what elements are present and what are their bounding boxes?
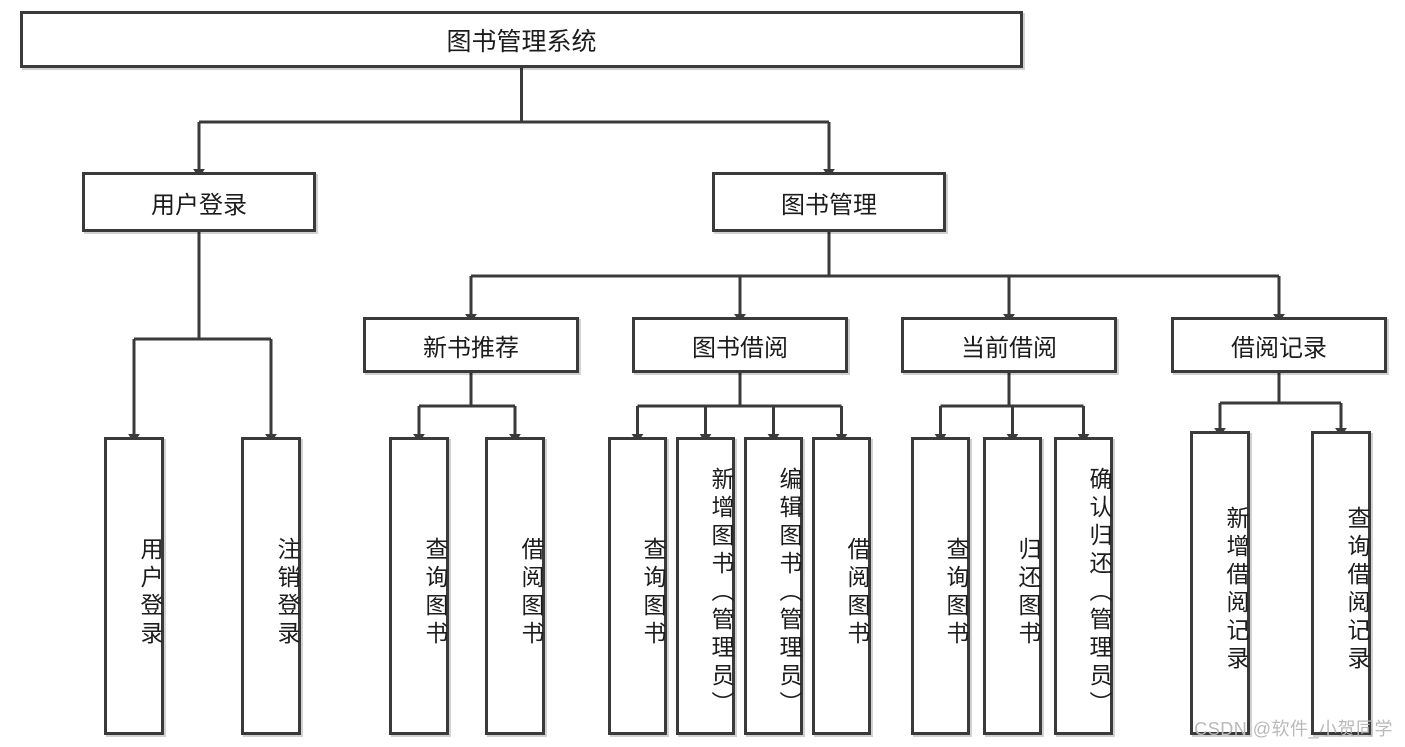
- node-label: 新书推荐: [423, 334, 519, 362]
- node-label: 图书管理: [781, 191, 877, 219]
- node-label: 用户登录: [137, 537, 163, 649]
- node-current[interactable]: 当前借阅: [901, 317, 1117, 373]
- node-leaf-borrow-1[interactable]: 查询图书: [608, 437, 667, 735]
- node-label: 查询借阅记录: [1344, 506, 1370, 674]
- node-leaf-newrec-2[interactable]: 借阅图书: [485, 437, 545, 735]
- node-root[interactable]: 图书管理系统: [20, 11, 1023, 68]
- node-label: 注销登录: [274, 537, 300, 649]
- node-login[interactable]: 用户登录: [82, 172, 316, 232]
- node-leaf-newrec-1[interactable]: 查询图书: [389, 437, 449, 735]
- node-label: 借阅图书: [844, 537, 870, 649]
- node-leaf-current-1[interactable]: 查询图书: [911, 437, 970, 735]
- node-leaf-current-3[interactable]: 确认归还（管理员）: [1054, 437, 1113, 735]
- node-leaf-records-2[interactable]: 查询借阅记录: [1311, 431, 1371, 735]
- node-leaf-records-1[interactable]: 新增借阅记录: [1190, 431, 1250, 735]
- watermark: CSDN @软件_小贺同学: [1194, 719, 1393, 739]
- node-label: 图书管理系统: [446, 27, 597, 56]
- node-leaf-login-1[interactable]: 用户登录: [104, 437, 164, 735]
- node-records[interactable]: 借阅记录: [1171, 317, 1387, 373]
- node-leaf-current-2[interactable]: 归还图书: [983, 437, 1042, 735]
- node-bookmgmt[interactable]: 图书管理: [712, 172, 946, 232]
- node-newrec[interactable]: 新书推荐: [363, 317, 579, 373]
- node-borrow[interactable]: 图书借阅: [632, 317, 848, 373]
- node-label: 新增图书（管理员）: [708, 467, 734, 719]
- node-leaf-borrow-2[interactable]: 新增图书（管理员）: [676, 437, 735, 735]
- node-label: 归还图书: [1015, 537, 1041, 649]
- node-label: 查询图书: [640, 537, 666, 649]
- node-label: 新增借阅记录: [1223, 506, 1249, 674]
- node-label: 编辑图书（管理员）: [776, 467, 802, 719]
- node-label: 用户登录: [151, 191, 247, 219]
- node-label: 借阅图书: [518, 537, 544, 649]
- node-label: 借阅记录: [1231, 334, 1327, 362]
- node-label: 确认归还（管理员）: [1086, 467, 1112, 719]
- node-label: 查询图书: [943, 537, 969, 649]
- node-label: 查询图书: [422, 537, 448, 649]
- node-label: 当前借阅: [961, 334, 1057, 362]
- node-leaf-borrow-3[interactable]: 编辑图书（管理员）: [744, 437, 803, 735]
- node-leaf-login-2[interactable]: 注销登录: [241, 437, 301, 735]
- node-leaf-borrow-4[interactable]: 借阅图书: [812, 437, 871, 735]
- node-label: 图书借阅: [692, 334, 788, 362]
